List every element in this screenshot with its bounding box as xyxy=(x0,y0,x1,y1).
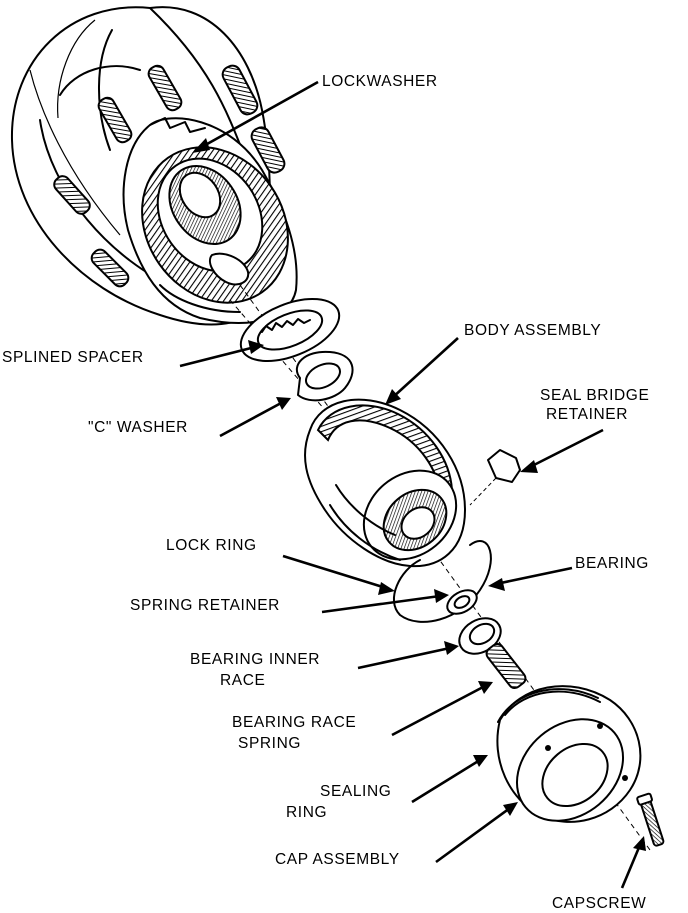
arrowhead xyxy=(633,836,646,851)
leader-lock-ring xyxy=(282,554,387,590)
leader-cap-assembly xyxy=(435,806,511,864)
leader-bearing xyxy=(495,566,573,586)
bearing-race-spring xyxy=(485,642,527,690)
leader-lockwasher xyxy=(199,80,319,150)
arrowhead xyxy=(434,589,449,603)
seal-bridge-retainer xyxy=(469,449,521,506)
leader-capscrew xyxy=(620,844,642,889)
leader-spring-retainer xyxy=(321,594,441,614)
leader-body-assembly xyxy=(391,337,459,399)
arrowhead xyxy=(276,397,291,410)
leader-bearing-race-spring xyxy=(391,684,486,737)
wheel-stud xyxy=(97,96,133,144)
label-bearing-race-spring-line2: SPRING xyxy=(238,735,301,752)
arrowhead xyxy=(478,681,493,694)
wheel-stud xyxy=(221,64,259,116)
spindle-and-lockwasher xyxy=(122,117,298,324)
arrowhead xyxy=(473,755,488,767)
arrowhead xyxy=(503,802,518,816)
arrowhead xyxy=(385,389,401,405)
label-sealing-ring-line1: SEALING xyxy=(320,783,391,800)
label-splined-spacer: SPLINED SPACER xyxy=(2,349,144,366)
body-assembly xyxy=(304,398,466,568)
label-lockwasher: LOCKWASHER xyxy=(322,73,438,90)
label-seal-bridge-retainer-line1: SEAL BRIDGE xyxy=(540,387,649,404)
label-bearing-inner-race-line1: BEARING INNER xyxy=(190,651,320,668)
label-cap-assembly: CAP ASSEMBLY xyxy=(275,851,400,868)
label-bearing: BEARING xyxy=(575,555,649,572)
label-bearing-inner-race-line2: RACE xyxy=(220,672,265,689)
wheel-stud xyxy=(53,175,91,215)
bearing-inner-race xyxy=(458,617,502,655)
arrowhead xyxy=(444,641,459,655)
label-capscrew: CAPSCREW xyxy=(552,895,646,912)
arrowhead xyxy=(378,582,395,595)
wheel-stud xyxy=(250,126,286,174)
arrowhead xyxy=(520,460,538,473)
label-lock-ring: LOCK RING xyxy=(166,537,257,554)
spring-retainer xyxy=(446,589,478,615)
label-seal-bridge-retainer-line2: RETAINER xyxy=(546,406,628,423)
cap-assembly xyxy=(496,685,642,823)
label-c-washer: "C" WASHER xyxy=(88,419,188,436)
callout-labels: LOCKWASHER BODY ASSEMBLY SPLINED SPACER … xyxy=(2,73,649,912)
leader-seal-bridge-retainer xyxy=(527,428,604,470)
leader-sealing-ring xyxy=(411,758,481,804)
splined-spacer xyxy=(239,298,341,362)
leader-c-washer xyxy=(219,400,284,438)
arrowhead xyxy=(192,138,210,153)
wheel-studs xyxy=(53,64,286,288)
lock-ring xyxy=(393,540,492,623)
capscrew xyxy=(636,792,665,847)
leader-bearing-inner-race xyxy=(357,646,451,670)
label-bearing-race-spring-line1: BEARING RACE xyxy=(232,714,356,731)
sealing-ring xyxy=(497,688,599,723)
label-sealing-ring-line2: RING xyxy=(286,804,327,821)
c-washer xyxy=(295,350,354,402)
leader-lines xyxy=(179,80,646,889)
leader-splined-spacer xyxy=(179,345,256,368)
wheel-stud xyxy=(147,64,183,112)
label-spring-retainer: SPRING RETAINER xyxy=(130,597,280,614)
arrowhead xyxy=(488,578,505,591)
wheel-stud xyxy=(90,248,130,288)
arrowhead xyxy=(248,340,264,354)
label-body-assembly: BODY ASSEMBLY xyxy=(464,322,601,339)
